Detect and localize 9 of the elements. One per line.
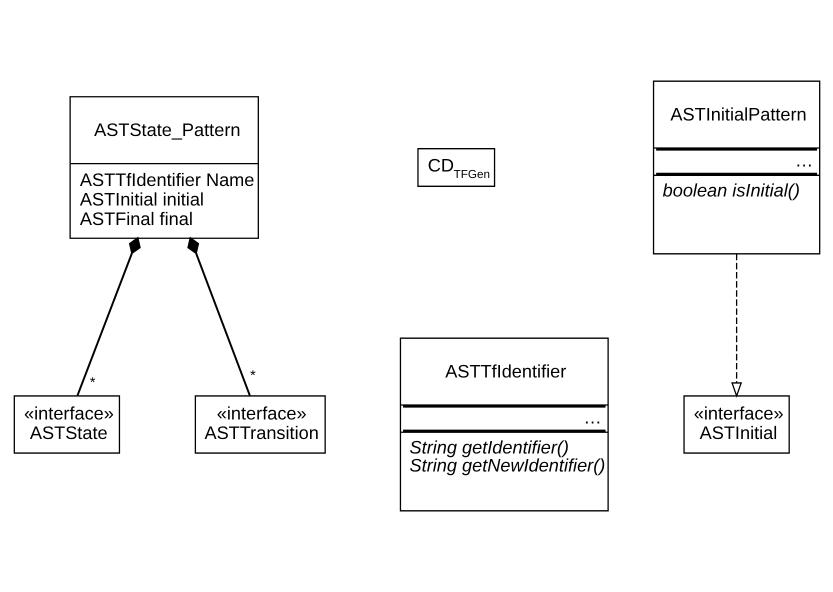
connector (76, 236, 140, 396)
arrow (730, 254, 742, 398)
node-box: CD$_{TFGen}$ (416, 148, 495, 187)
node-box: «interface» ASTState (13, 395, 120, 454)
node-box: «interface» ASTTransition (194, 395, 326, 454)
node-box: «interface» ASTInitial (682, 395, 790, 454)
edge-label: * (89, 374, 95, 391)
connector (186, 236, 250, 396)
edge-label: * (250, 368, 256, 384)
